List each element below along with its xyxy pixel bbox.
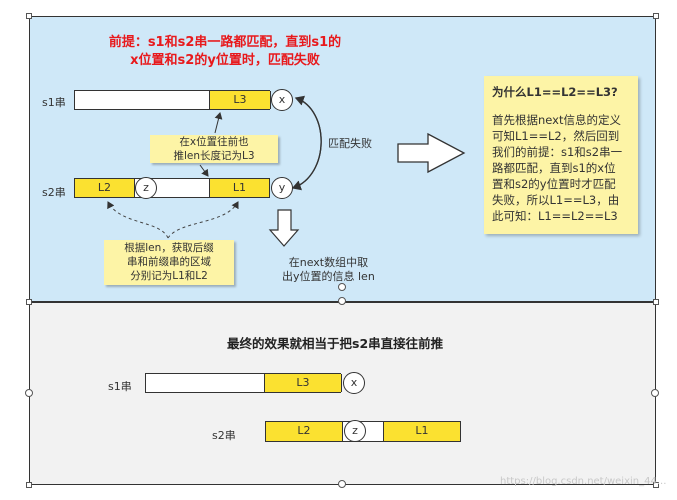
premise-title: 前提：s1和s2串一路都匹配，直到s1的 x位置和s2的y位置时，匹配失败 xyxy=(108,35,342,68)
bottom-s1-bar: L3 xyxy=(145,373,342,393)
len-note: 根据len，获取后缀 串和前缀串的区域 分别记为L1和L2 xyxy=(104,240,234,285)
bottom-segment-L2: L2 xyxy=(265,421,343,442)
bottom-s1-label: s1串 xyxy=(108,380,132,393)
bottom-panel xyxy=(29,302,656,485)
resize-handle[interactable] xyxy=(653,482,659,488)
mismatch-label: 匹配失败 xyxy=(328,137,372,150)
bottom-segment-L1: L1 xyxy=(383,421,461,442)
resize-handle[interactable] xyxy=(653,299,659,305)
s1-bar: L3 xyxy=(74,90,271,110)
resize-handle[interactable] xyxy=(26,482,32,488)
s2-label: s2串 xyxy=(42,186,66,199)
bottom-segment-L3: L3 xyxy=(264,374,342,392)
resize-handle[interactable] xyxy=(651,389,659,397)
segment-L3: L3 xyxy=(209,91,271,109)
segment-L2: L2 xyxy=(74,178,135,198)
resize-handle[interactable] xyxy=(653,13,659,19)
position-x-circle: x xyxy=(271,89,293,111)
next-info-label: 在next数组中取 出y位置的信息 len xyxy=(282,256,375,283)
resize-handle[interactable] xyxy=(338,480,346,488)
segment-L1: L1 xyxy=(209,178,270,198)
why-note: 为什么L1==L2==L3? 首先根据next信息的定义 可知L1==L2，然后… xyxy=(484,76,638,234)
resize-handle[interactable] xyxy=(26,299,32,305)
s1-label: s1串 xyxy=(42,96,66,109)
resize-handle[interactable] xyxy=(338,297,346,305)
why-title: 为什么L1==L2==L3? xyxy=(492,85,618,99)
push-note: 在x位置往前也 推len长度记为L3 xyxy=(150,135,278,163)
resize-handle[interactable] xyxy=(26,13,32,19)
position-z-circle: z xyxy=(135,177,157,199)
watermark: https://blog.csdn.net/weixin_44... xyxy=(500,476,667,487)
bottom-s2-label: s2串 xyxy=(212,429,236,442)
resize-handle[interactable] xyxy=(25,389,33,397)
result-title: 最终的效果就相当于把s2串直接往前推 xyxy=(227,336,444,351)
s2-bar: L2 L1 xyxy=(74,178,270,198)
bottom-position-z-circle: z xyxy=(344,420,366,442)
rotate-handle[interactable] xyxy=(338,283,346,291)
bottom-position-x-circle: x xyxy=(343,372,365,394)
